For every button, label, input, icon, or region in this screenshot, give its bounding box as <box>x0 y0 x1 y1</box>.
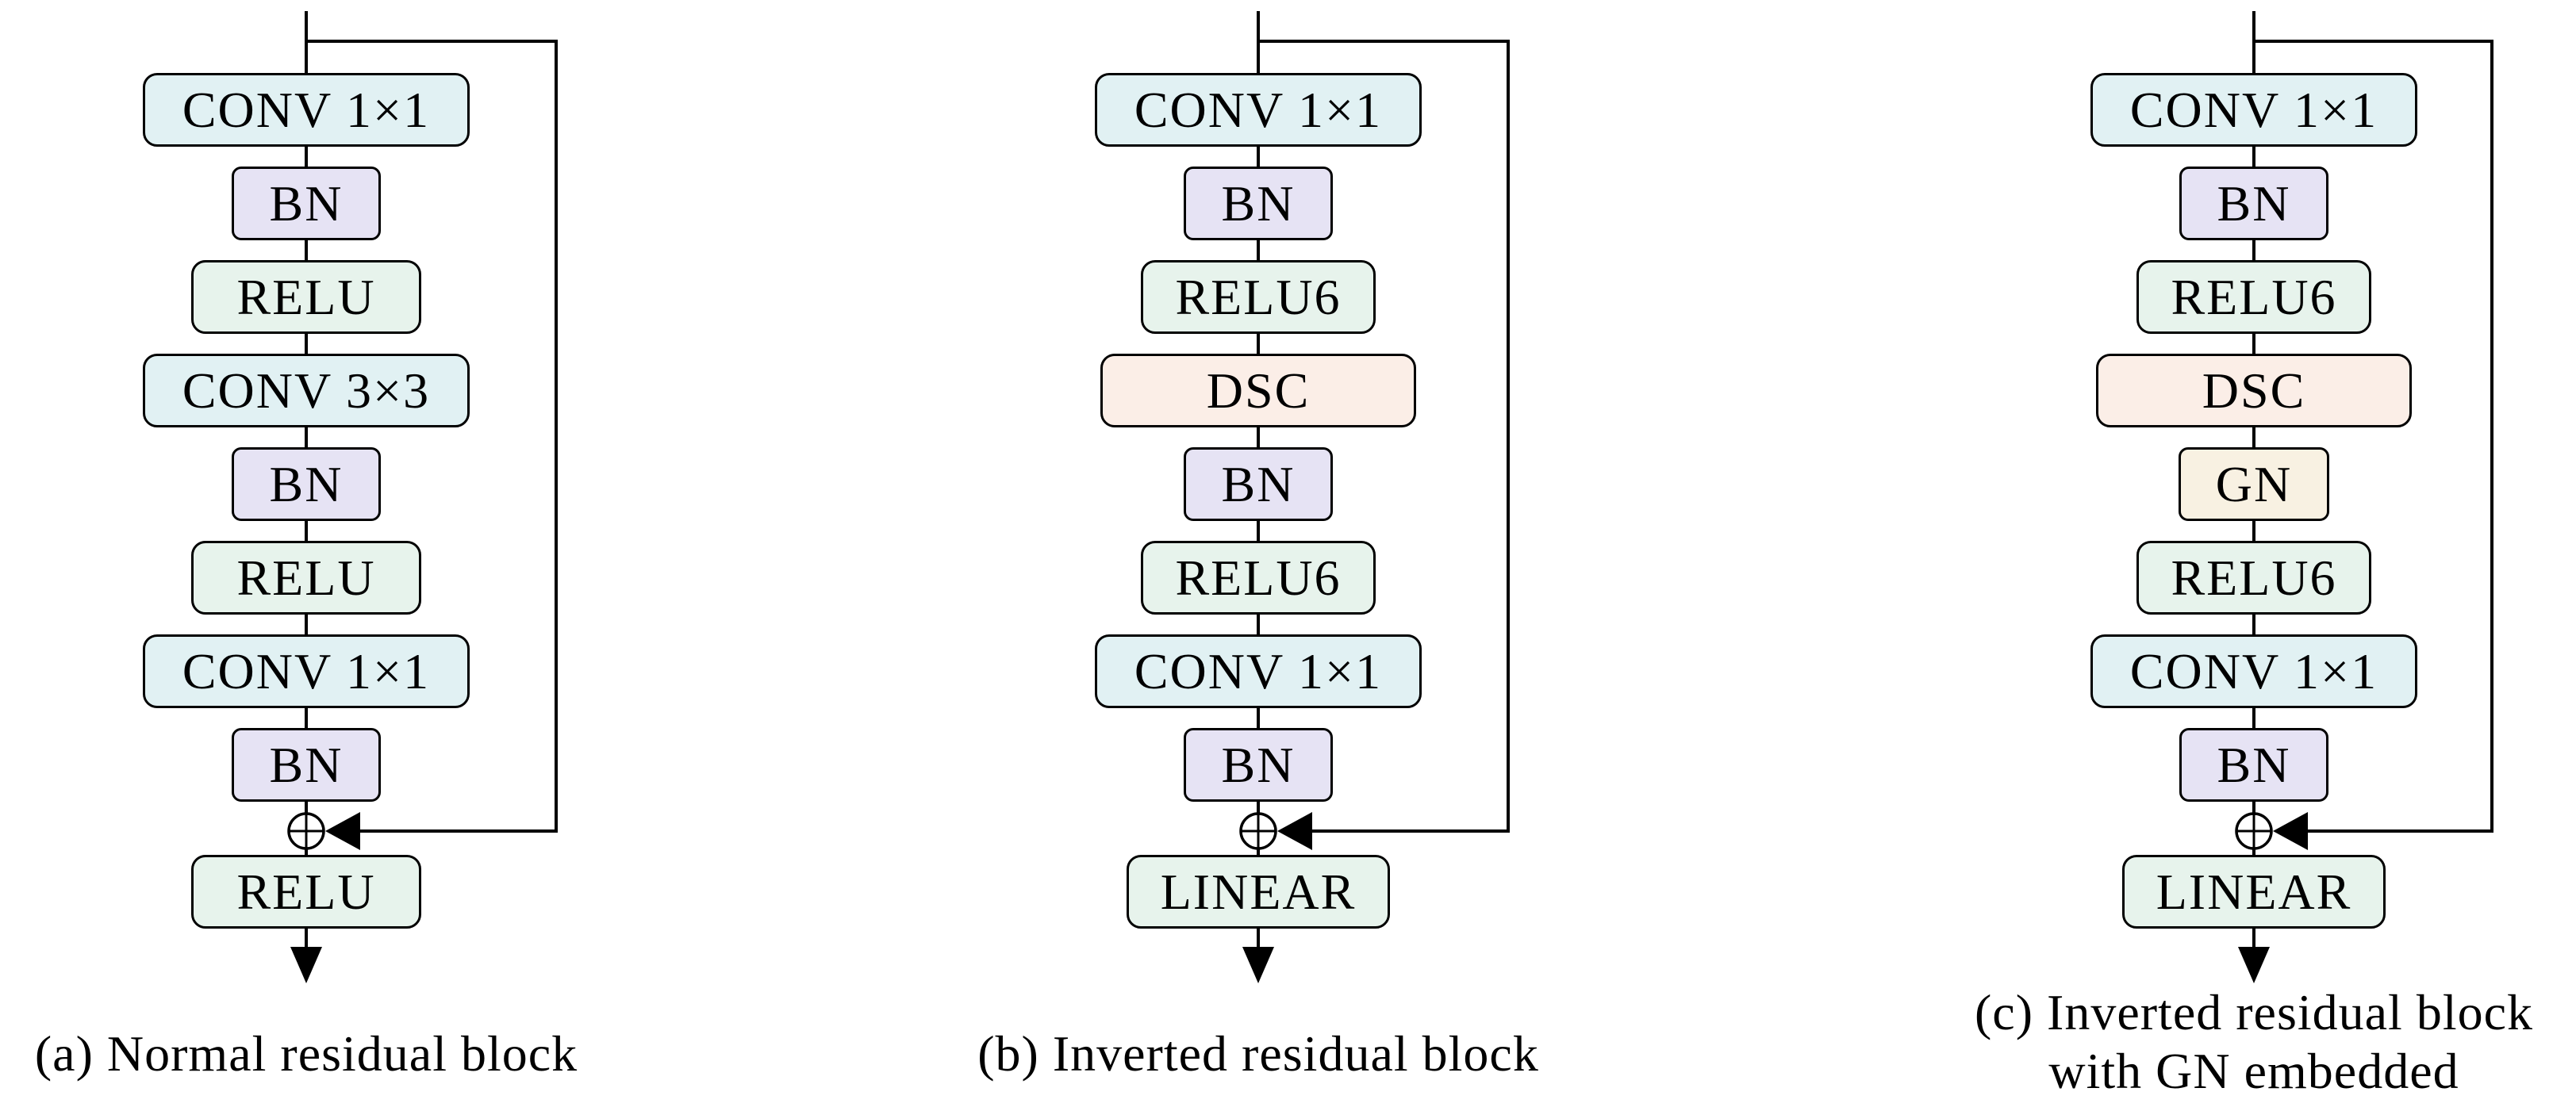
block-dsc: DSC <box>2096 354 2412 427</box>
block-relu6: RELU6 <box>1141 260 1376 334</box>
subfigure-caption-a: (a) Normal residual block <box>0 1025 743 1083</box>
block-relu: RELU <box>191 260 421 334</box>
output-arrowhead-icon <box>1242 947 1274 983</box>
block-bn: BN <box>1184 167 1333 240</box>
block-conv-1x1: CONV 1×1 <box>1095 73 1422 147</box>
block-bn: BN <box>1184 728 1333 802</box>
block-bn: BN <box>2179 167 2328 240</box>
block-bn: BN <box>232 167 381 240</box>
block-gn: GN <box>2179 447 2329 521</box>
block-bn: BN <box>232 728 381 802</box>
block-relu: RELU <box>191 855 421 929</box>
block-conv-3x3: CONV 3×3 <box>143 354 470 427</box>
output-arrowhead-icon <box>290 947 322 983</box>
skip-connection-line <box>1258 40 1510 833</box>
block-bn: BN <box>1184 447 1333 521</box>
skip-arrowhead-icon <box>2273 812 2308 850</box>
skip-arrowhead-icon <box>325 812 360 850</box>
block-conv-1x1: CONV 1×1 <box>143 73 470 147</box>
block-conv-1x1: CONV 1×1 <box>1095 634 1422 708</box>
block-relu6: RELU6 <box>2136 260 2371 334</box>
block-conv-1x1: CONV 1×1 <box>2090 73 2417 147</box>
caption-line: (b) Inverted residual block <box>977 1025 1539 1082</box>
block-relu6: RELU6 <box>2136 541 2371 615</box>
skip-connection-line <box>2254 40 2493 833</box>
caption-line: (c) Inverted residual block <box>1974 984 2534 1040</box>
caption-line: with GN embedded <box>2048 1043 2459 1099</box>
block-conv-1x1: CONV 1×1 <box>2090 634 2417 708</box>
block-linear: LINEAR <box>1127 855 1390 929</box>
block-bn: BN <box>2179 728 2328 802</box>
block-dsc: DSC <box>1100 354 1416 427</box>
block-relu: RELU <box>191 541 421 615</box>
block-bn: BN <box>232 447 381 521</box>
skip-connection-line <box>306 40 558 833</box>
block-conv-1x1: CONV 1×1 <box>143 634 470 708</box>
output-arrowhead-icon <box>2238 947 2270 983</box>
block-linear: LINEAR <box>2122 855 2386 929</box>
subfigure-caption-b: (b) Inverted residual block <box>822 1025 1695 1083</box>
block-relu6: RELU6 <box>1141 541 1376 615</box>
skip-arrowhead-icon <box>1277 812 1312 850</box>
caption-line: (a) Normal residual block <box>34 1025 578 1082</box>
